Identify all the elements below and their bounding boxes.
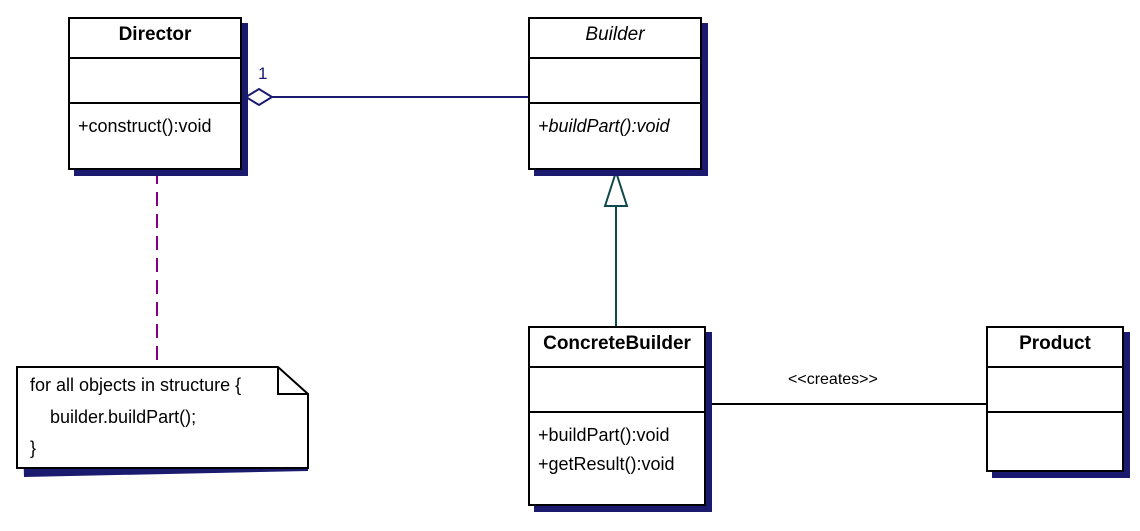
concrete-builder-class[interactable]: ConcreteBuilder +buildPart():void +getRe… [528,326,706,506]
director-operation-construct: +construct():void [78,116,212,136]
note-shape [16,366,309,477]
concrete-builder-operation-buildpart: +buildPart():void [538,425,670,445]
builder-operations: +buildPart():void [530,104,700,141]
product-attributes [988,368,1122,413]
product-class[interactable]: Product [986,326,1124,472]
creates-label: <<creates>> [788,371,878,388]
concrete-builder-operations: +buildPart():void +getResult():void [530,413,704,479]
concrete-builder-class-name: ConcreteBuilder [530,328,704,368]
builder-attributes [530,59,700,104]
director-note[interactable]: for all objects in structure { builder.b… [16,366,309,477]
note-line-2: builder.buildPart(); [50,407,197,427]
director-class[interactable]: Director +construct():void [68,17,242,170]
builder-class-name: Builder [530,19,700,59]
director-operations: +construct():void [70,104,240,141]
concrete-builder-operation-getresult: +getResult():void [538,454,675,474]
aggregation-diamond [244,87,274,107]
note-line-3: } [30,438,37,458]
concrete-builder-attributes [530,368,704,413]
generalization-arrowhead [603,168,629,207]
director-attributes [70,59,240,104]
director-class-name: Director [70,19,240,59]
product-class-name: Product [988,328,1122,368]
builder-class[interactable]: Builder +buildPart():void [528,17,702,170]
builder-operation-buildpart: +buildPart():void [538,116,670,136]
aggregation-multiplicity: 1 [258,64,268,83]
note-line-1: for all objects in structure { [30,375,242,395]
